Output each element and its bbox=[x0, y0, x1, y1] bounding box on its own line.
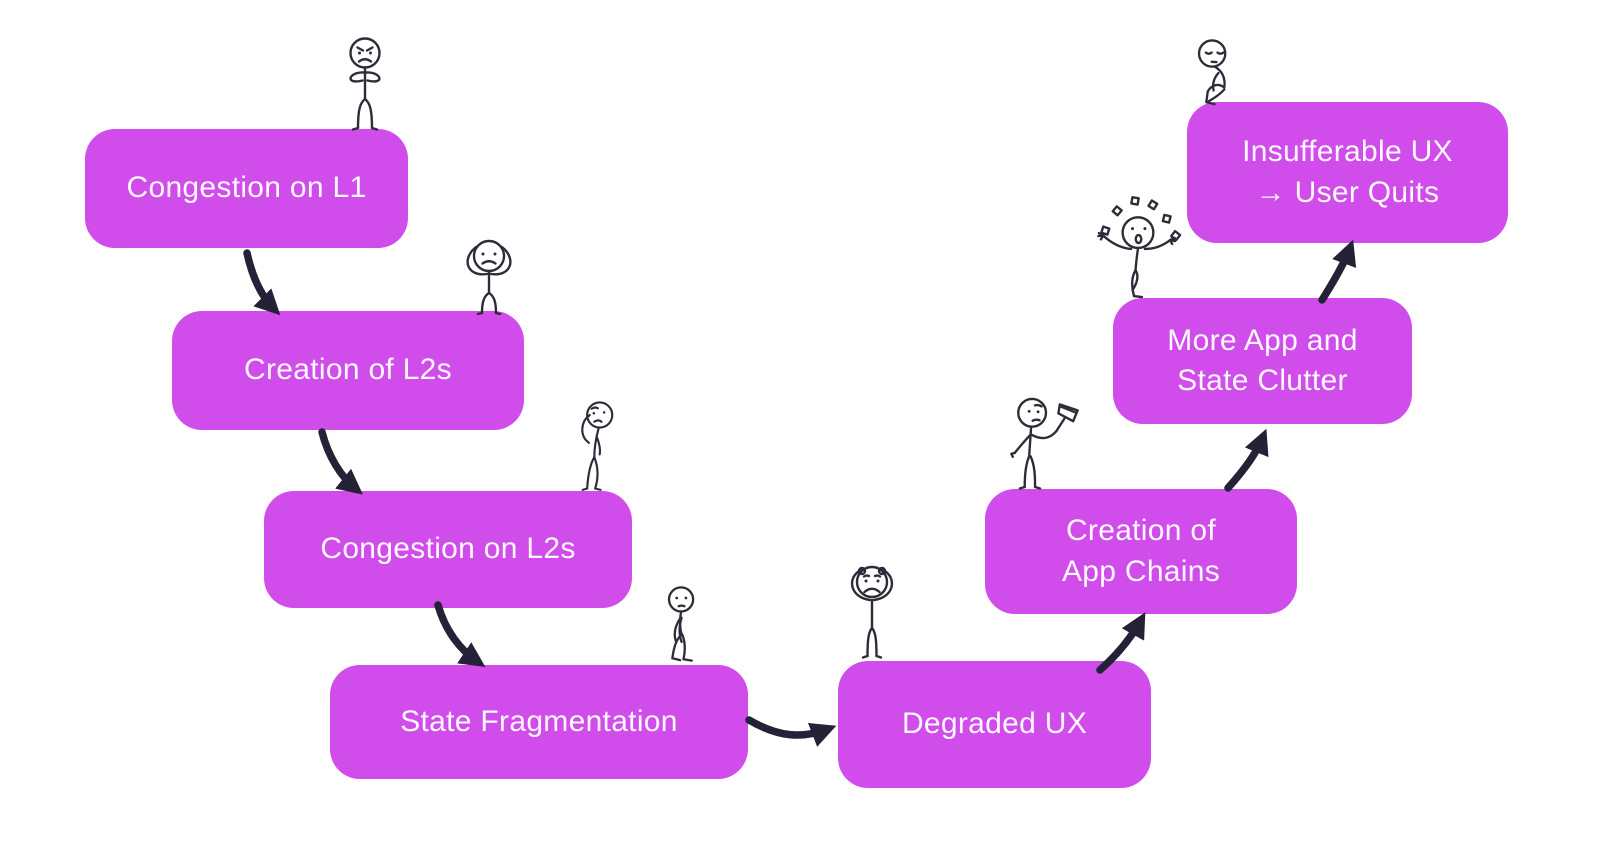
node-label: Creation of App Chains bbox=[1061, 514, 1221, 588]
edge-arrow-3 bbox=[434, 601, 486, 667]
node-label: More App and State Clutter bbox=[1167, 323, 1358, 398]
node-state-fragmentation: State Fragmentation bbox=[330, 665, 748, 779]
edge-arrow-2 bbox=[318, 428, 363, 495]
worried-hands-on-head-stick-figure-icon bbox=[466, 239, 512, 315]
distressed-clutching-head-stick-figure-icon bbox=[850, 565, 894, 659]
node-creation-of-app-chains: Creation of App Chains bbox=[985, 489, 1297, 614]
node-creation-of-l2s: Creation of L2s bbox=[172, 311, 524, 430]
node-label: Degraded UX bbox=[901, 707, 1088, 741]
node-insufferable-ux-user-quits: Insufferable UX → User Quits bbox=[1187, 102, 1508, 243]
node-label: Insufferable UX → User Quits bbox=[1242, 135, 1453, 209]
edge-arrow-7 bbox=[1318, 239, 1357, 304]
node-congestion-on-l1: Congestion on L1 bbox=[85, 129, 408, 248]
node-degraded-ux: Degraded UX bbox=[838, 661, 1151, 788]
edge-arrow-4 bbox=[745, 716, 837, 747]
node-label: Creation of L2s bbox=[244, 353, 452, 387]
node-label: Congestion on L1 bbox=[126, 171, 367, 205]
node-label: State Fragmentation bbox=[400, 704, 678, 738]
edge-arrow-6 bbox=[1224, 428, 1269, 492]
thinking-hand-on-chin-stick-figure-icon bbox=[581, 401, 614, 491]
edge-arrow-1 bbox=[243, 249, 281, 316]
node-congestion-on-l2s: Congestion on L2s bbox=[264, 491, 632, 608]
node-more-app-and-state-clutter: More App and State Clutter bbox=[1113, 298, 1412, 424]
slumped-sitting-stick-figure-icon bbox=[1197, 39, 1227, 106]
dejected-slouching-stick-figure-icon bbox=[667, 586, 695, 662]
builder-with-hammer-stick-figure-icon bbox=[1010, 397, 1079, 490]
angry-stick-figure-icon bbox=[349, 37, 381, 131]
juggling-stick-figure-icon bbox=[1097, 196, 1182, 299]
node-label: Congestion on L2s bbox=[320, 532, 576, 566]
